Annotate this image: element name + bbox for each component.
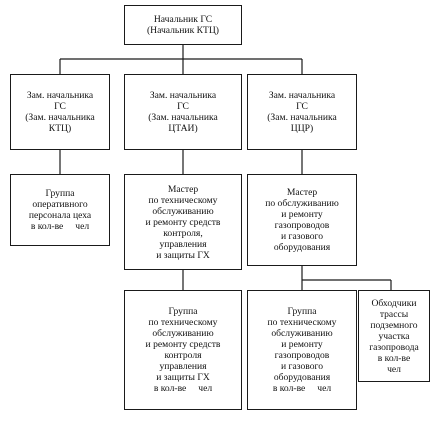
master-tai-line-7: и защиты ГХ	[156, 249, 210, 261]
master-tai-line-6: управления	[159, 238, 207, 250]
group-operative-line-1: Группа	[45, 188, 75, 199]
master-ccr-line-3: и ремонту	[281, 209, 323, 220]
master-tai-line-3: обслуживанию	[152, 205, 214, 217]
patrol-line-4: участка	[378, 330, 410, 342]
deputy-tai-line-4: ЦТАИ)	[168, 123, 198, 134]
pipeline-patrol-box: Обходчики трассы подземного участка газо…	[358, 290, 430, 382]
master-tai-box: Мастер по техническому обслуживанию и ре…	[124, 174, 242, 270]
master-ccr-line-6: оборудования	[273, 242, 331, 253]
head-of-gas-service-box: Начальник ГС (Начальник КТЦ)	[124, 5, 242, 45]
deputy-ktc-line-1: Зам. начальника	[26, 90, 94, 101]
deputy-ccr-box: Зам. начальника ГС (Зам. начальника ЦЦР)	[247, 74, 357, 150]
head-line-1: Начальник ГС	[153, 14, 213, 25]
head-line-2: (Начальник КТЦ)	[146, 25, 220, 36]
group-ccr-line-4: и ремонту	[281, 339, 323, 350]
group-tai-box: Группа по техническому обслуживанию и ре…	[124, 290, 242, 410]
master-tai-line-5: контроля,	[163, 227, 203, 239]
deputy-tai-line-1: Зам. начальника	[149, 90, 217, 101]
deputy-ccr-line-2: ГС	[296, 101, 308, 112]
master-ccr-box: Мастер по обслуживанию и ремонту газопро…	[247, 174, 357, 266]
patrol-line-7: чел	[387, 363, 401, 375]
deputy-tai-box: Зам. начальника ГС (Зам. начальника ЦТАИ…	[124, 74, 242, 150]
group-operative-line-4: в кол-ве чел	[30, 221, 90, 232]
group-ccr-line-5: газопроводов	[274, 350, 330, 361]
group-ccr-line-1: Группа	[287, 306, 317, 317]
deputy-ktc-line-3: (Зам. начальника	[25, 112, 95, 123]
group-tai-line-2: по техническому	[148, 317, 218, 328]
group-operative-line-3: персонала цеха	[28, 210, 92, 221]
group-tai-line-3: обслуживанию	[152, 328, 214, 339]
group-ccr-line-3: обслуживанию	[271, 328, 333, 339]
master-ccr-line-2: по обслуживанию	[265, 198, 339, 209]
patrol-line-2: трассы	[379, 308, 409, 320]
master-ccr-line-4: газопроводов	[274, 220, 330, 231]
patrol-line-1: Обходчики	[371, 297, 417, 309]
group-ccr-line-7: оборудования	[273, 372, 331, 383]
group-ccr-line-6: и газового	[280, 361, 323, 372]
deputy-tai-line-2: ГС	[177, 101, 189, 112]
group-tai-line-6: управления	[159, 361, 207, 372]
patrol-line-3: подземного	[370, 319, 418, 331]
group-tai-line-8: в кол-ве чел	[153, 383, 213, 394]
deputy-tai-line-3: (Зам. начальника	[148, 112, 218, 123]
master-tai-line-1: Мастер	[167, 183, 199, 195]
group-operative-staff-box: Группа оперативного персонала цеха в кол…	[10, 174, 110, 246]
group-ccr-line-8: в кол-ве чел	[272, 383, 332, 394]
master-tai-line-4: и ремонту средств	[145, 216, 221, 228]
group-tai-line-4: и ремонту средств	[145, 339, 221, 350]
group-tai-line-7: и защиты ГХ	[156, 372, 210, 383]
group-operative-line-2: оперативного	[32, 199, 88, 210]
master-ccr-line-1: Мастер	[286, 187, 318, 198]
deputy-ccr-line-3: (Зам. начальника	[267, 112, 337, 123]
deputy-ccr-line-4: ЦЦР)	[290, 123, 314, 134]
deputy-ktc-box: Зам. начальника ГС (Зам. начальника КТЦ)	[10, 74, 110, 150]
master-ccr-line-5: и газового	[280, 231, 323, 242]
group-ccr-line-2: по техническому	[267, 317, 337, 328]
group-tai-line-1: Группа	[168, 306, 198, 317]
group-ccr-box: Группа по техническому обслуживанию и ре…	[247, 290, 357, 410]
deputy-ccr-line-1: Зам. начальника	[268, 90, 336, 101]
patrol-line-5: газопровода	[369, 341, 419, 353]
group-tai-line-5: контроля	[164, 350, 202, 361]
patrol-line-6: в кол-ве	[377, 352, 411, 364]
master-tai-line-2: по техническому	[148, 194, 218, 206]
deputy-ktc-line-4: КТЦ)	[48, 123, 72, 134]
deputy-ktc-line-2: ГС	[54, 101, 66, 112]
